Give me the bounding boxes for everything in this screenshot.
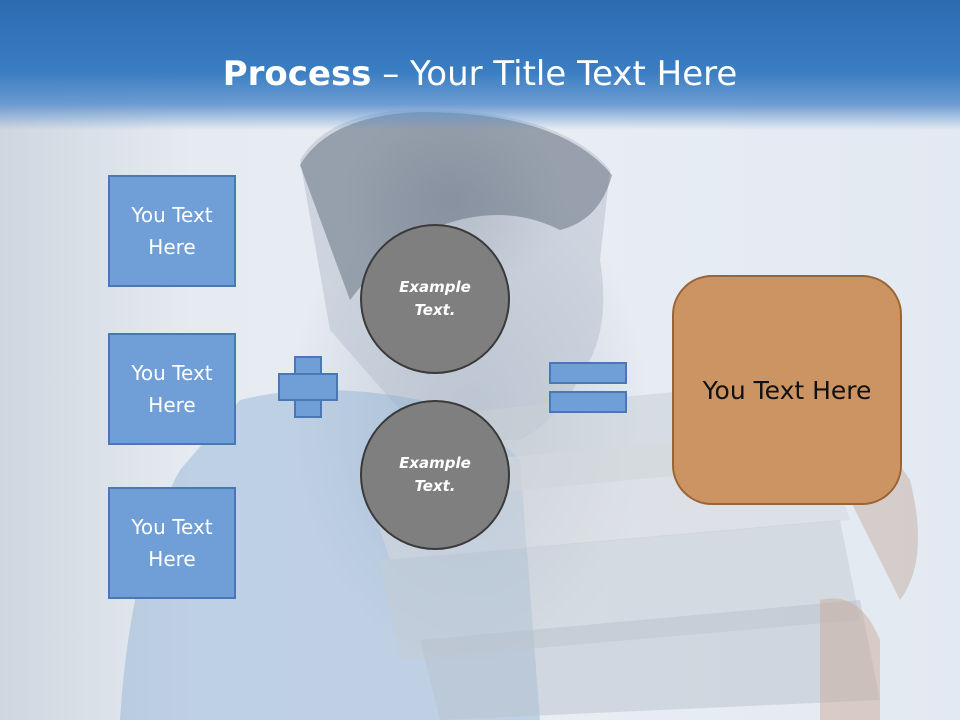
equals-top-bar [549,362,627,384]
text-box-1[interactable]: You Text Here [108,175,236,287]
example-circle-2[interactable]: Example Text. [360,400,510,550]
title-rest: – Your Title Text Here [371,54,738,94]
plus-center [296,375,320,399]
text-box-label: You Text Here [131,361,213,417]
result-label: You Text Here [702,375,872,405]
text-box-label: You Text Here [131,515,213,571]
result-box[interactable]: You Text Here [672,275,902,505]
slide-title: Process – Your Title Text Here [0,52,960,96]
text-box-2[interactable]: You Text Here [108,333,236,445]
circle-label: Example Text. [399,278,471,319]
title-bold: Process [222,54,372,94]
header-bar [0,0,960,130]
example-circle-1[interactable]: Example Text. [360,224,510,374]
text-box-label: You Text Here [131,203,213,259]
circle-label: Example Text. [399,454,471,495]
equals-bottom-bar [549,391,627,413]
text-box-3[interactable]: You Text Here [108,487,236,599]
